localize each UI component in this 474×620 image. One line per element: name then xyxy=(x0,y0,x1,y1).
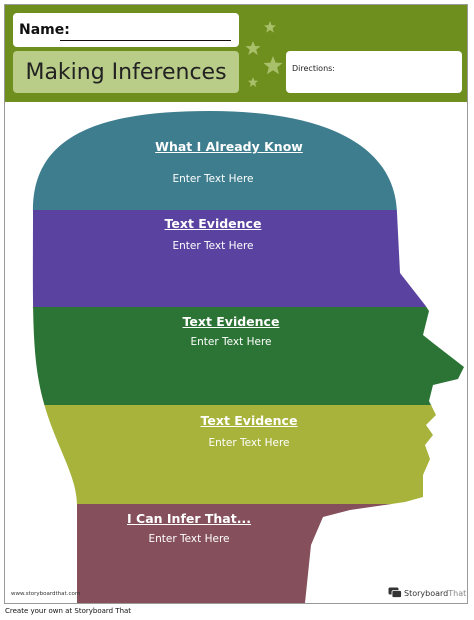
logo-text-light: That xyxy=(448,588,467,598)
logo-text-bold: Storyboard xyxy=(404,588,449,598)
header-banner: Name: Making Inferences Directions: xyxy=(5,5,467,102)
title-box: Making Inferences xyxy=(13,51,239,93)
band-1 xyxy=(32,111,464,211)
band-2 xyxy=(32,210,464,308)
head-graphic xyxy=(32,111,464,603)
directions-field[interactable]: Directions: xyxy=(286,51,462,93)
directions-label: Directions: xyxy=(292,64,336,73)
star-icon xyxy=(263,56,283,75)
worksheet-page: Name: Making Inferences Directions: What… xyxy=(4,4,468,604)
section-title-2: Text Evidence xyxy=(164,216,262,231)
name-field[interactable]: Name: xyxy=(13,13,239,47)
section-title-4: Text Evidence xyxy=(200,413,298,428)
name-label: Name: xyxy=(19,22,70,38)
stars-decoration xyxy=(245,21,283,87)
storyboard-logo-icon xyxy=(388,587,402,598)
band-4 xyxy=(32,405,464,505)
star-icon xyxy=(247,77,259,87)
footer-caption: Create your own at Storyboard That xyxy=(5,607,132,615)
storyboard-logo: StoryboardThat xyxy=(388,587,466,599)
section-input-2[interactable]: Enter Text Here xyxy=(172,240,254,252)
logo-text: StoryboardThat xyxy=(404,589,466,598)
section-input-3[interactable]: Enter Text Here xyxy=(190,336,272,348)
name-underline xyxy=(60,40,231,41)
section-input-5[interactable]: Enter Text Here xyxy=(148,533,230,545)
page-title: Making Inferences xyxy=(25,59,227,85)
star-icon xyxy=(264,21,276,33)
section-title-5: I Can Infer That... xyxy=(127,511,251,526)
footer-url: www.storyboardthat.com xyxy=(11,591,81,597)
star-icon xyxy=(245,41,261,55)
section-input-4[interactable]: Enter Text Here xyxy=(208,437,290,449)
section-title-1: What I Already Know xyxy=(155,139,303,154)
band-3 xyxy=(32,307,464,406)
section-title-3: Text Evidence xyxy=(182,314,280,329)
section-input-1[interactable]: Enter Text Here xyxy=(172,173,254,185)
